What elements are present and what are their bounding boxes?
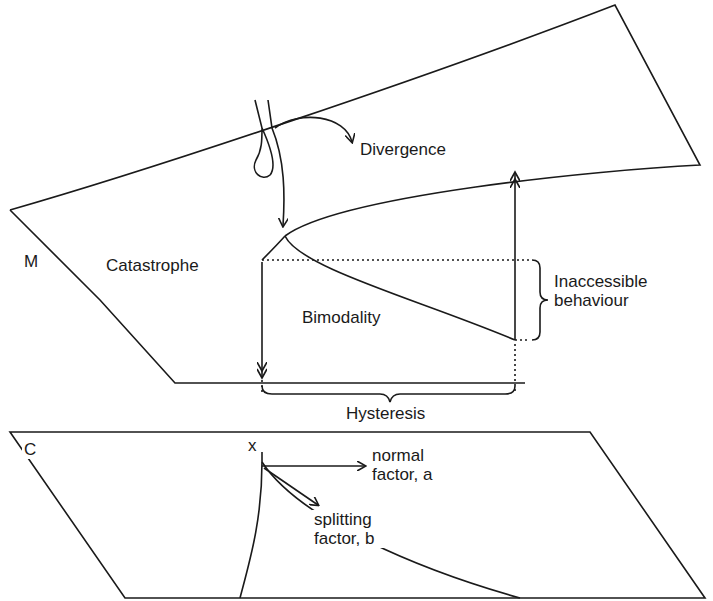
cusp-tick: [261, 452, 263, 462]
fold-curve: [285, 236, 515, 340]
bimodality-label: Bimodality: [300, 308, 382, 327]
inaccessible-label: Inaccessible behaviour: [552, 272, 681, 310]
plane-label: C: [22, 440, 38, 459]
bracket: [262, 386, 515, 402]
divergence-label: Divergence: [358, 140, 448, 159]
axis-label: normal factor, a: [370, 446, 452, 484]
axis-label: splitting factor, b: [312, 510, 401, 548]
hysteresis-label: Hysteresis: [344, 404, 427, 423]
upper-sheet: [10, 5, 700, 236]
guide-line: [262, 260, 530, 392]
divergence-arrow: [268, 100, 284, 226]
catastrophe-arrow: [261, 262, 263, 378]
bracket: [532, 260, 548, 340]
jump-arrow: [514, 172, 516, 340]
divergence-arrow: [275, 117, 352, 142]
surface-label: M: [22, 252, 40, 271]
bifurcation-curve: [240, 462, 262, 598]
fold-lip: [262, 236, 285, 260]
axis-arrow: [264, 468, 318, 505]
control-plane: [10, 432, 705, 598]
catastrophe-label: Catastrophe: [104, 256, 201, 275]
axis-arrow: [262, 465, 365, 467]
lower-sheet-edge: [10, 210, 525, 383]
cusp-point-label: x: [246, 436, 259, 455]
